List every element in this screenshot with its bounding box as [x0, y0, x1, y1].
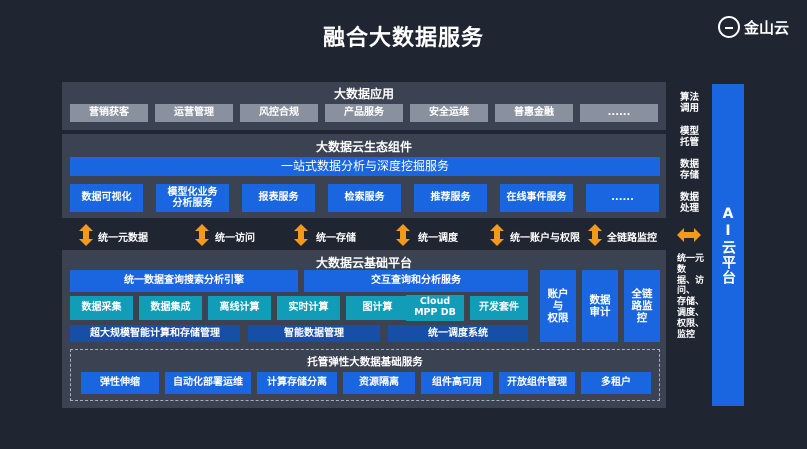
side-label: 数据 处理	[680, 192, 700, 215]
hosted-item: 资源隔离	[343, 372, 415, 394]
app-layer: 大数据应用 营销获客 运营管理 风控合规 产品服务 安全运维 普惠金融 ....…	[62, 82, 666, 130]
base-row2-item: 数据集成	[139, 296, 202, 320]
eco-layer: 大数据云生态组件 一站式数据分析与深度挖掘服务 数据可视化 模型化业务 分析服务…	[62, 134, 666, 218]
updown-arrow-icon	[294, 224, 308, 246]
ai-platform-bar: AI云平台	[712, 84, 744, 406]
leftright-arrow-icon	[677, 228, 701, 242]
page-title: 融合大数据服务	[322, 26, 484, 51]
base-right-item: 全链 路监 控	[624, 270, 660, 342]
updown-arrow-icon	[195, 224, 209, 246]
eco-item: 在线事件服务	[500, 184, 573, 212]
base-layer: 大数据云基础平台 统一数据查询搜索分析引擎 交互查询和分析服务 数据采集 数据集…	[62, 250, 666, 408]
side-label: 算法 调用	[680, 92, 700, 115]
app-layer-title: 大数据应用	[333, 87, 394, 101]
eco-layer-title: 大数据云生态组件	[315, 140, 412, 154]
base-row2-item: 离线计算	[208, 296, 271, 320]
eco-item: 模型化业务 分析服务	[156, 184, 229, 212]
base-row2-item: 图计算	[346, 296, 409, 320]
side-label: 数据 存储	[680, 159, 700, 182]
base-row1-item: 统一数据查询搜索分析引擎	[70, 270, 298, 292]
hosted-title: 托管弹性大数据基础服务	[307, 356, 423, 368]
eco-banner: 一站式数据分析与深度挖掘服务	[70, 157, 660, 176]
unified-label: 全链路监控	[607, 233, 657, 244]
side-label: 模型 托管	[680, 126, 700, 149]
base-right-item: 账户 与 权限	[540, 270, 576, 342]
ai-platform-label: AI云平台	[720, 205, 736, 285]
hosted-item: 多租户	[581, 372, 651, 394]
unified-label: 统一账户与权限	[510, 233, 580, 244]
base-row2-item: 实时计算	[277, 296, 340, 320]
updown-arrow-icon	[396, 224, 410, 246]
brand-logo: 金山云	[718, 14, 789, 40]
side-label: 统一元数 据、访问、 存储、调度、 权限、监控	[677, 254, 705, 340]
base-layer-title: 大数据云基础平台	[315, 256, 412, 270]
base-row3-item: 超大规模智能计算和存储管理	[70, 325, 240, 342]
unified-label: 统一访问	[215, 233, 255, 244]
base-row1-item: 交互查询和分析服务	[304, 270, 528, 292]
base-row3-item: 统一调度系统	[388, 325, 528, 342]
app-item: 普惠金融	[495, 104, 573, 122]
app-item: 产品服务	[325, 104, 403, 122]
hosted-item: 弹性伸缩	[81, 372, 159, 394]
app-item: 风控合规	[240, 104, 318, 122]
app-item: 运营管理	[155, 104, 233, 122]
hosted-item: 开放组件管理	[499, 372, 575, 394]
hosted-item: 组件高可用	[421, 372, 493, 394]
eco-item: 报表服务	[242, 184, 315, 212]
unified-label: 统一存储	[316, 233, 356, 244]
base-row2-item: 开发套件	[470, 296, 528, 320]
base-right-item: 数据 审计	[582, 270, 618, 342]
updown-arrow-icon	[588, 224, 602, 246]
hosted-item: 自动化部署运维	[165, 372, 251, 394]
eco-item: ......	[586, 184, 659, 212]
unified-label: 统一调度	[418, 233, 458, 244]
unified-label: 统一元数据	[98, 233, 148, 244]
hosted-services-group: 托管弹性大数据基础服务 弹性伸缩 自动化部署运维 计算存储分离 资源隔离 组件高…	[70, 349, 660, 401]
app-item: 安全运维	[410, 104, 488, 122]
updown-arrow-icon	[79, 224, 93, 246]
eco-item: 数据可视化	[70, 184, 143, 212]
logo-text: 金山云	[744, 18, 790, 37]
hosted-item: 计算存储分离	[257, 372, 337, 394]
eco-item: 推荐服务	[414, 184, 487, 212]
logo-icon	[718, 16, 740, 38]
app-item: ......	[580, 104, 658, 122]
eco-item: 检索服务	[328, 184, 401, 212]
base-row2-item: Cloud MPP DB	[406, 295, 464, 321]
updown-arrow-icon	[490, 224, 504, 246]
app-item: 营销获客	[70, 104, 148, 122]
base-row3-item: 智能数据管理	[248, 325, 380, 342]
base-row2-item: 数据采集	[70, 296, 133, 320]
